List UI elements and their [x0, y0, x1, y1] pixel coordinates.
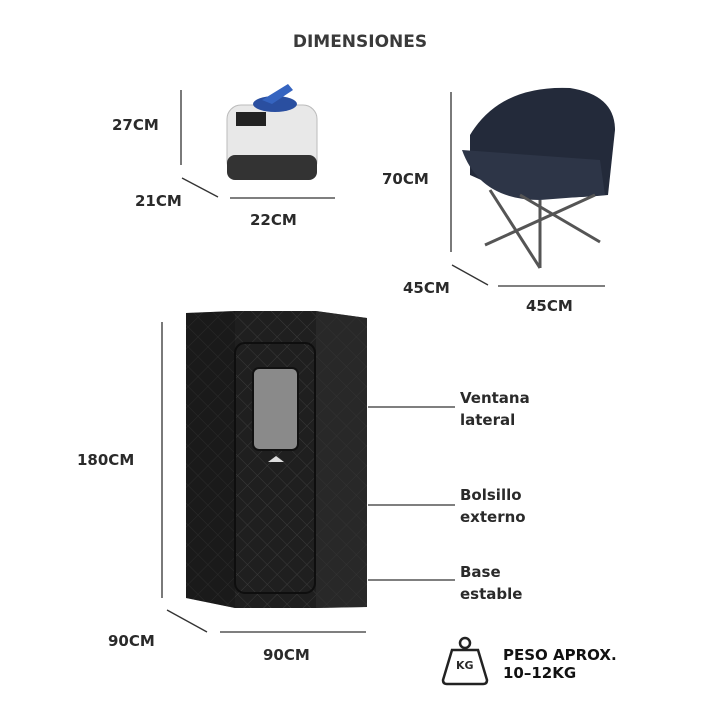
feature-stable-base: Base estable — [460, 561, 522, 605]
feature-line: Ventana — [460, 389, 530, 407]
chair-width: 45CM — [526, 297, 573, 315]
steamer-height: 27CM — [112, 116, 159, 134]
weight-label: PESO APROX. — [503, 646, 617, 664]
feature-side-window: Ventana lateral — [460, 387, 530, 431]
feature-line: Bolsillo — [460, 486, 522, 504]
feature-line: externo — [460, 508, 526, 526]
weight-info: PESO APROX. 10–12KG — [503, 646, 617, 682]
chair-image — [462, 87, 615, 269]
weight-icon-text: KG — [456, 659, 474, 672]
feature-external-pocket: Bolsillo externo — [460, 484, 526, 528]
steamer-image — [226, 84, 318, 180]
chair-height: 70CM — [382, 170, 429, 188]
steamer-depth: 21CM — [135, 192, 182, 210]
steamer-width: 22CM — [250, 211, 297, 229]
page-title: DIMENSIONES — [292, 32, 428, 52]
dimension-lines — [161, 90, 605, 633]
weight-icon — [441, 636, 489, 686]
feature-line: estable — [460, 585, 523, 603]
weight-value: 10–12KG — [503, 664, 577, 682]
feature-line: Base — [460, 563, 501, 581]
tent-height: 180CM — [77, 451, 135, 469]
feature-line: lateral — [460, 411, 516, 429]
tent-depth: 90CM — [108, 632, 155, 650]
sauna-tent-image — [186, 311, 367, 608]
chair-depth: 45CM — [403, 279, 450, 297]
tent-width: 90CM — [263, 646, 310, 664]
